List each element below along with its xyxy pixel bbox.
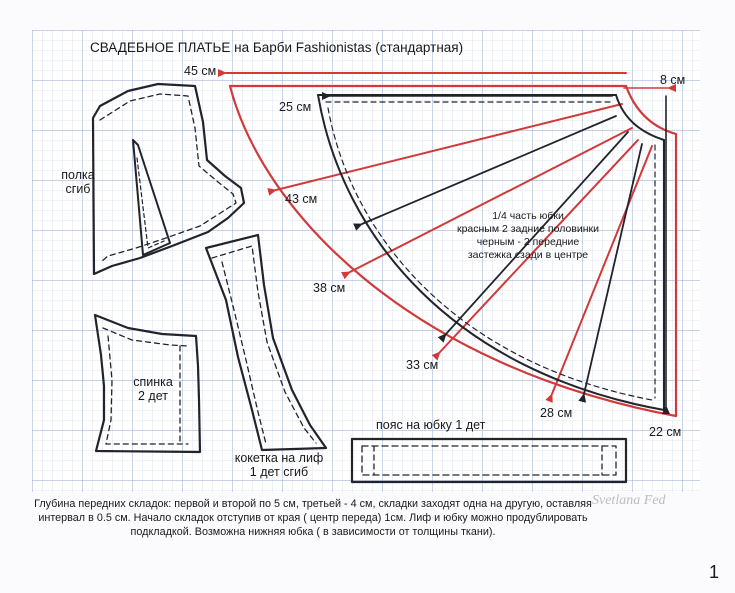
yoke-seam-outer [211, 245, 317, 444]
yoke-piece [204, 233, 328, 452]
back-label-line2: 2 дет [138, 389, 168, 404]
back-piece [93, 313, 202, 454]
measure-38cm: 38 см [313, 281, 346, 295]
skirt-back-outline [218, 69, 678, 418]
skirt-black-waist-curve [615, 94, 665, 141]
arrow-33cm [431, 139, 639, 361]
yoke-label: кокетка на лиф 1 дет сгиб [224, 451, 334, 480]
measure-43cm: 43 см [285, 192, 318, 206]
measure-45cm: 45 см [184, 64, 217, 78]
bodice-front-label: полка сгиб [48, 168, 108, 197]
arrow-38cm [341, 127, 633, 280]
bodice-front-piece [91, 82, 246, 276]
bodice-dart-seam [136, 157, 165, 249]
bodice-front-seam [99, 93, 237, 263]
belt-label: пояс на юбку 1 дет [376, 418, 486, 432]
skirt-red-hem [228, 84, 678, 418]
graph-paper [32, 30, 700, 492]
arrow-black-4 [578, 143, 643, 403]
back-label-line1: спинка [133, 375, 173, 389]
yoke-label-line2: 1 дет сгиб [249, 465, 309, 480]
skirt-black-hem-seam [327, 107, 653, 401]
back-seam-top [102, 327, 190, 347]
pattern-title: СВАДЕБНОЕ ПЛАТЬЕ на Барби Fashionistas (… [90, 40, 464, 55]
arrow-black-2 [353, 115, 617, 231]
arrow-28cm [545, 145, 653, 403]
yoke-seam-inner [221, 261, 267, 445]
skirt-red-waist-curve [624, 84, 678, 136]
author-watermark: Svetlana Fed [592, 493, 666, 508]
arrow-43cm [267, 103, 623, 196]
page-number: 1 [708, 562, 719, 583]
back-label: спинка 2 дет [120, 375, 186, 404]
belt-seam [361, 445, 617, 476]
measure-33cm: 33 см [406, 358, 439, 372]
measure-25cm: 25 см [279, 100, 312, 114]
skirt-front-outline [317, 92, 670, 414]
measure-8cm: 8 см [660, 73, 686, 87]
instructions-text: Глубина передних складок: первой и второ… [34, 498, 592, 539]
skirt-note: 1/4 часть юбки красным 2 задние половинк… [444, 210, 612, 263]
yoke-label-line1: кокетка на лиф [234, 451, 324, 465]
back-outline [93, 313, 202, 454]
skirt-note-line2: красным 2 задние половинки [456, 223, 600, 236]
bodice-front-label-line2: сгиб [65, 182, 91, 197]
measure-22cm: 22 см [649, 425, 682, 439]
belt-piece [350, 437, 628, 484]
yoke-outline [204, 233, 328, 452]
bodice-front-label-line1: полка [61, 168, 95, 182]
back-seam-left [105, 335, 189, 445]
skirt-black-hem [317, 94, 665, 411]
skirt-note-line4: застежка сзади в центре [467, 249, 589, 262]
bodice-dart [132, 139, 171, 256]
measure-28cm: 28 см [540, 406, 573, 420]
belt-outline [350, 437, 628, 484]
skirt-note-line3: черным - 2 передние [476, 236, 580, 249]
arrow-black-3 [437, 131, 629, 343]
bodice-front-outline [91, 82, 246, 276]
skirt-note-line1: 1/4 часть юбки [492, 210, 564, 222]
